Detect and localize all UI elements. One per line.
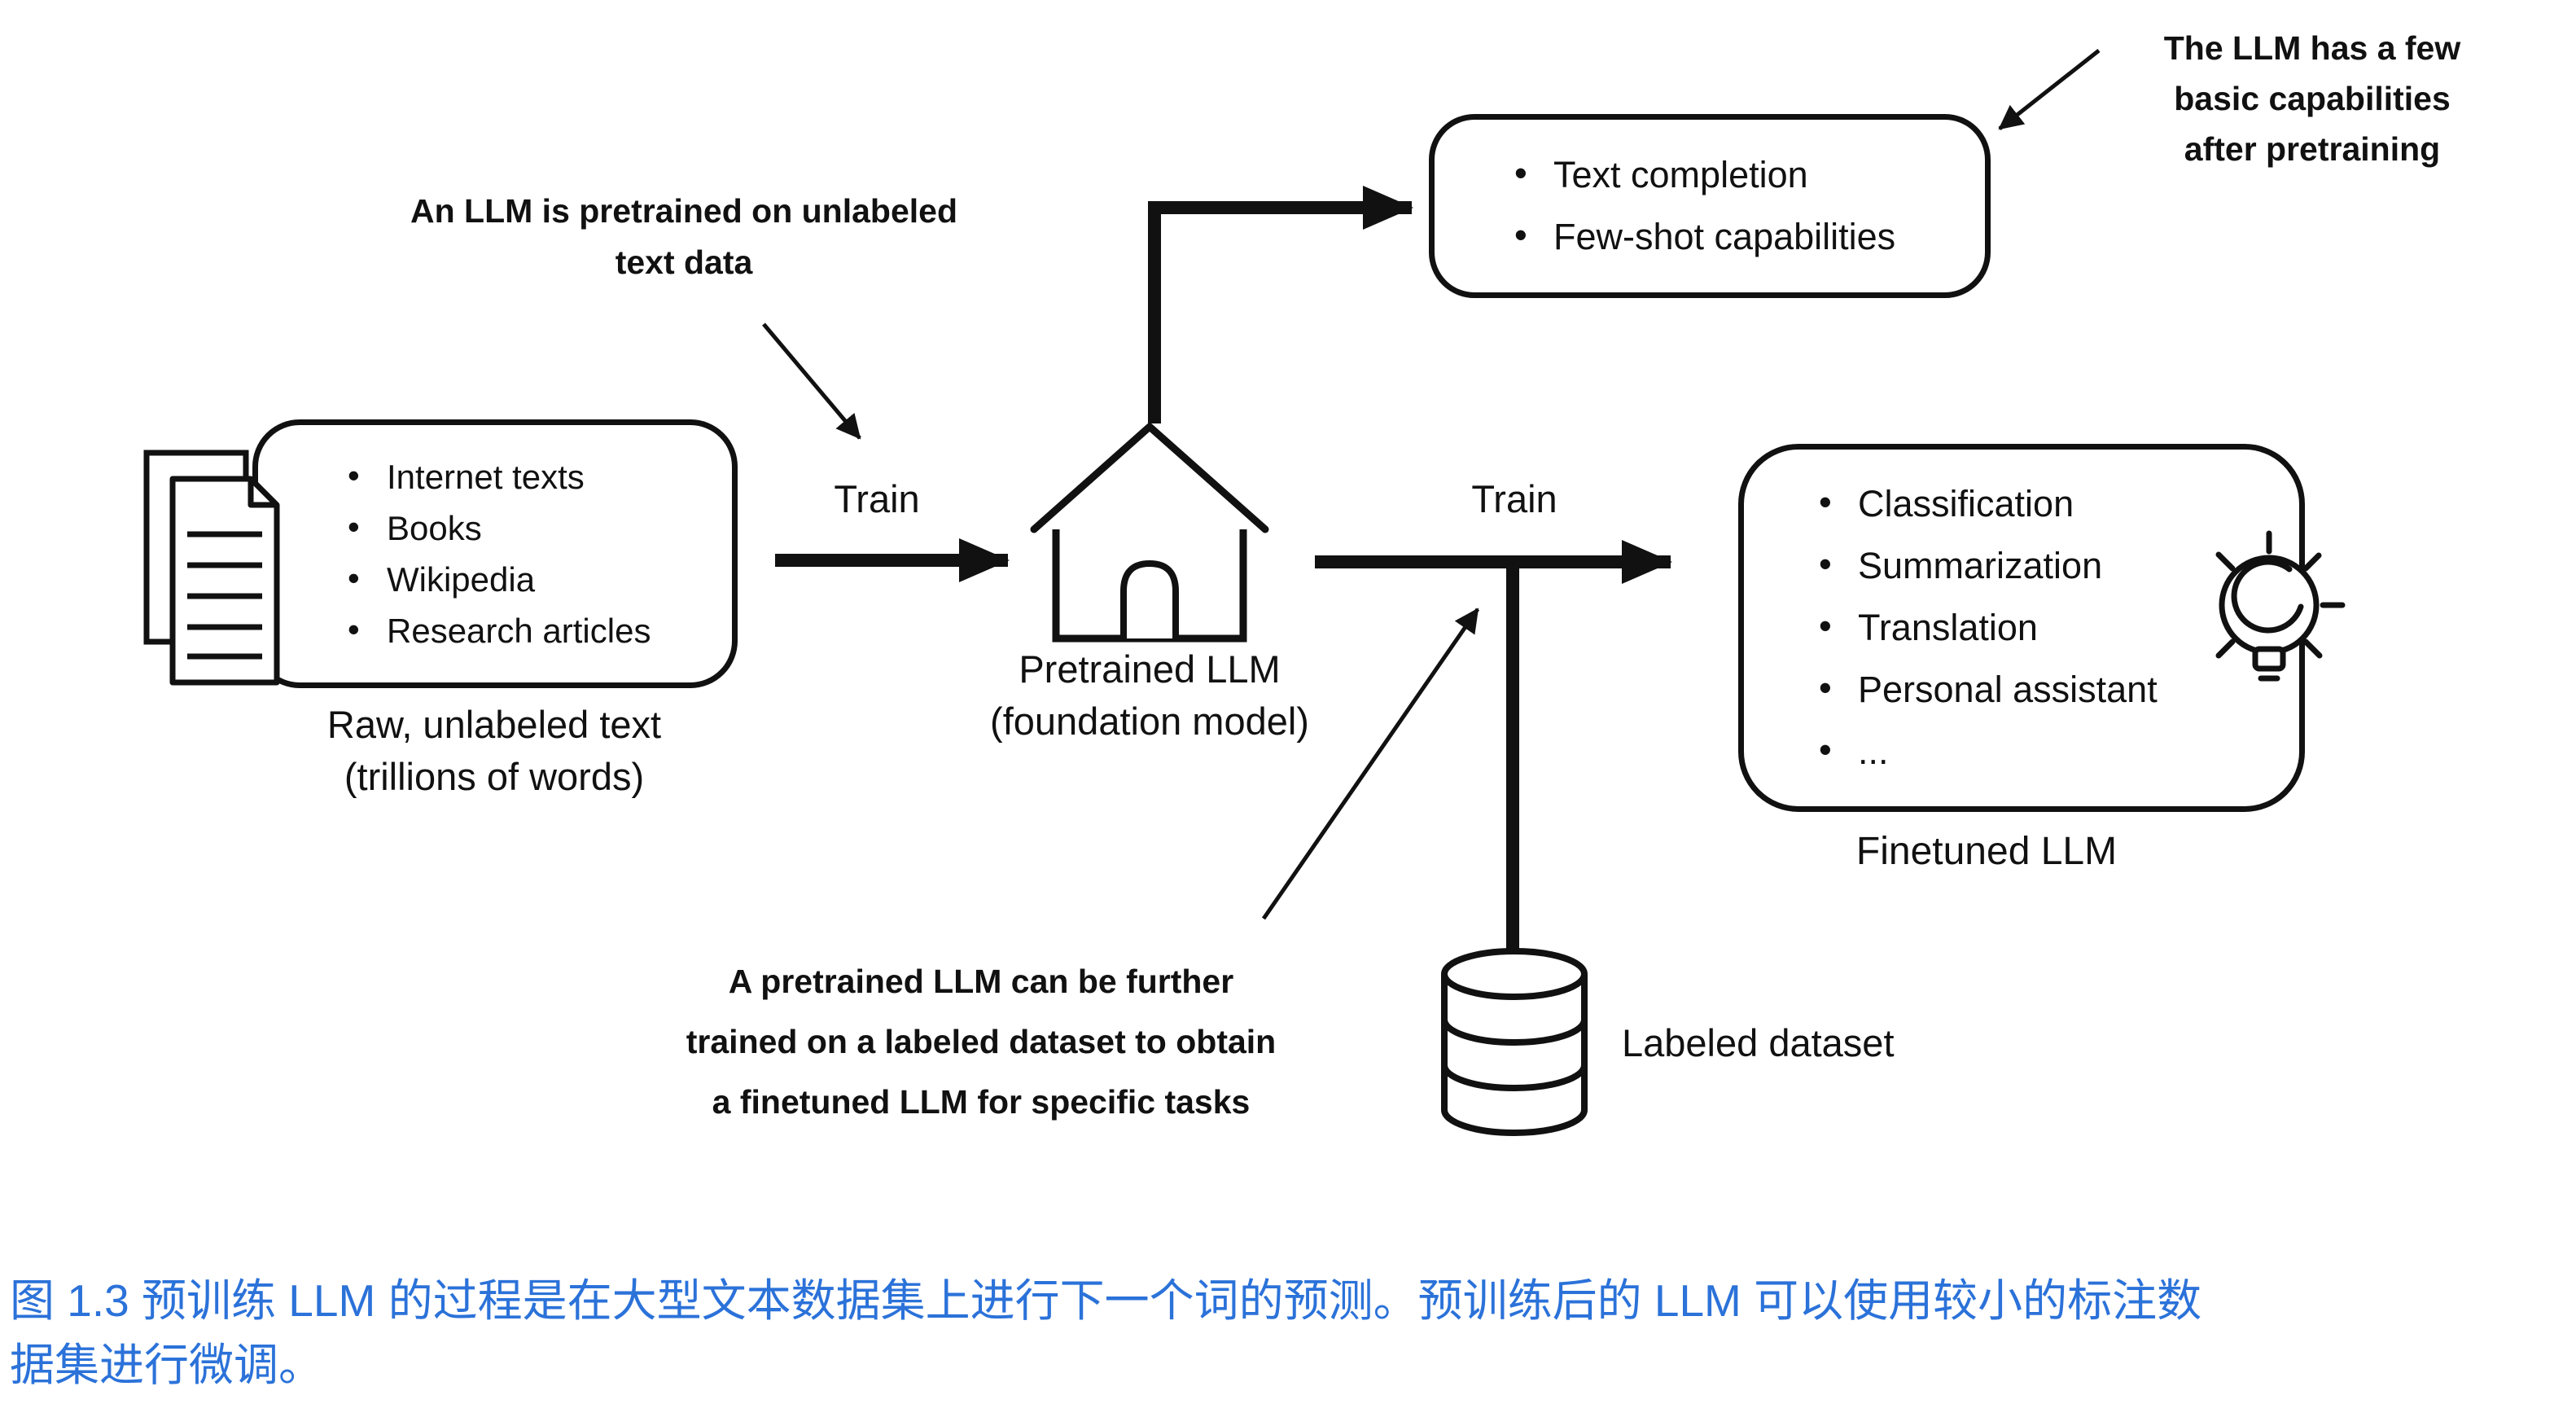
annotation-line: basic capabilities bbox=[2174, 80, 2451, 117]
pretrained-llm-label-line: Pretrained LLM bbox=[1019, 647, 1281, 691]
annotation-line: trained on a labeled dataset to obtain bbox=[686, 1023, 1277, 1060]
finetuned-tasks-box: Classification Summarization Translation… bbox=[1738, 444, 2305, 812]
list-item: Internet texts bbox=[343, 450, 732, 502]
annotation-line: A pretrained LLM can be further bbox=[728, 963, 1234, 1000]
train-label-1: Train bbox=[834, 477, 920, 520]
house-icon bbox=[1030, 423, 1269, 643]
annotation-line: after pretraining bbox=[2184, 130, 2441, 168]
document-stack-icon bbox=[143, 450, 280, 686]
annotation-line: text data bbox=[615, 244, 753, 281]
raw-text-sources-list: Internet texts Books Wikipedia Research … bbox=[343, 450, 732, 656]
annotation-line: An LLM is pretrained on unlabeled bbox=[410, 192, 957, 230]
annotation-finetuning: A pretrained LLM can be further trained … bbox=[647, 951, 1315, 1132]
annotation-line: The LLM has a few bbox=[2163, 29, 2461, 67]
pretrained-llm-label-line: (foundation model) bbox=[990, 700, 1309, 743]
database-icon bbox=[1441, 948, 1588, 1136]
figure-caption: 图 1.3 预训练 LLM 的过程是在大型文本数据集上进行下一个词的预测。预训练… bbox=[10, 1269, 2201, 1397]
train-label-2: Train bbox=[1471, 477, 1557, 520]
list-item: Few-shot capabilities bbox=[1509, 204, 1985, 268]
house-roof bbox=[1030, 423, 1269, 533]
raw-text-caption-line: (trillions of words) bbox=[344, 755, 645, 798]
list-item: Books bbox=[343, 501, 732, 554]
lightbulb-icon bbox=[2215, 530, 2346, 682]
labeled-dataset-label: Labeled dataset bbox=[1622, 1020, 2110, 1065]
list-item: Text completion bbox=[1509, 143, 1985, 206]
finetuned-llm-label: Finetuned LLM bbox=[1742, 829, 2231, 874]
list-item: Personal assistant bbox=[1814, 657, 2299, 721]
raw-text-caption: Raw, unlabeled text (trillions of words) bbox=[209, 699, 779, 803]
figure-caption-line: 图 1.3 预训练 LLM 的过程是在大型文本数据集上进行下一个词的预测。预训练… bbox=[10, 1275, 2202, 1326]
house-door bbox=[1120, 559, 1179, 638]
annotation-pretraining: An LLM is pretrained on unlabeled text d… bbox=[375, 186, 993, 288]
list-item: Translation bbox=[1814, 595, 2299, 659]
note-arrow-finetuning bbox=[1261, 608, 1480, 920]
list-item: Wikipedia bbox=[343, 552, 732, 605]
list-item: ... bbox=[1814, 719, 2299, 783]
pretrain-output-arrow bbox=[1148, 186, 1413, 423]
annotation-capabilities: The LLM has a few basic capabilities aft… bbox=[2084, 23, 2540, 174]
raw-text-sources-box: Internet texts Books Wikipedia Research … bbox=[252, 419, 738, 688]
raw-text-caption-line: Raw, unlabeled text bbox=[326, 703, 662, 746]
pretraining-capabilities-list: Text completion Few-shot capabilities bbox=[1509, 143, 1985, 268]
note-arrow-pretraining bbox=[762, 322, 861, 440]
list-item: Summarization bbox=[1814, 533, 2299, 597]
finetuned-llm-label-line: Finetuned LLM bbox=[1855, 830, 2118, 873]
finetuned-tasks-list: Classification Summarization Translation… bbox=[1814, 472, 2299, 783]
figure-caption-line: 据集进行微调。 bbox=[10, 1340, 324, 1390]
list-item: Classification bbox=[1814, 472, 2299, 535]
list-item: Research articles bbox=[343, 603, 732, 656]
annotation-line: a finetuned LLM for specific tasks bbox=[712, 1083, 1251, 1121]
note-arrow-capabilities bbox=[1998, 49, 2101, 130]
pretrained-llm-label: Pretrained LLM (foundation model) bbox=[885, 643, 1414, 748]
labeled-dataset-label-line: Labeled dataset bbox=[1622, 1021, 1895, 1064]
pretraining-capabilities-box: Text completion Few-shot capabilities bbox=[1429, 114, 1991, 298]
